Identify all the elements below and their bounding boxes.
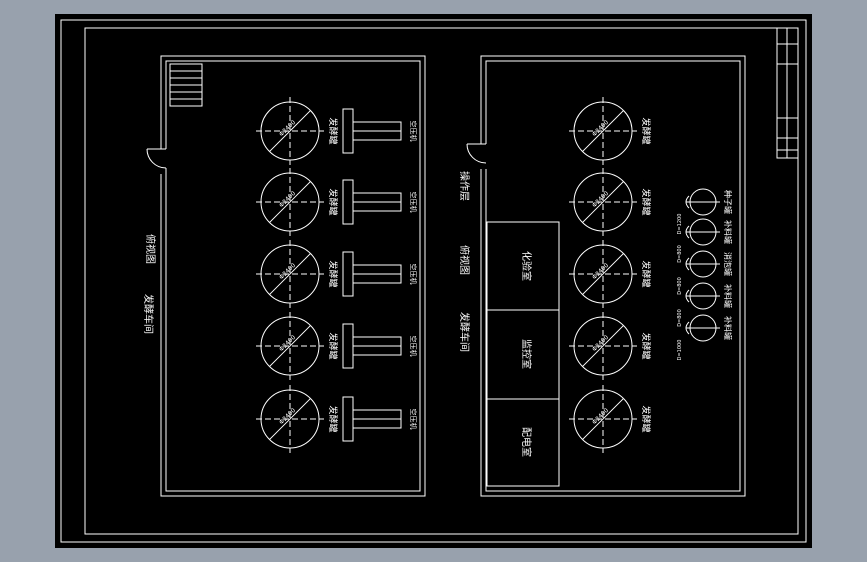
left-tank-dim-2: Φ2400: [278, 262, 297, 281]
left-pump-label-2: 空压机: [409, 264, 418, 285]
right-tank-diag-0: [582, 110, 624, 152]
aux-tank-dim-1: D=800: [677, 245, 683, 263]
left-column-0: [342, 108, 354, 154]
aux-tank-pipe-1: [685, 225, 690, 239]
aux-tank-pipe-0: [685, 195, 690, 209]
right-tank-label-1: 发酵罐: [640, 188, 652, 215]
left-tank-diag-0: [269, 110, 311, 152]
aux-tank-dim-0: D=1200: [677, 214, 683, 235]
right-door: [466, 143, 487, 164]
left-tank-label-4: 发酵罐: [327, 405, 339, 432]
aux-tank-pipe-3: [685, 289, 690, 303]
left-pump-label-4: 空压机: [409, 409, 418, 430]
right-tank-label-3: 发酵罐: [640, 332, 652, 359]
left-column-1: [342, 179, 354, 225]
rooms: [486, 221, 560, 487]
left-view-label: 俯视图: [144, 234, 157, 264]
inner-border: [84, 27, 799, 535]
aux-tank-pipe-4: [685, 321, 690, 335]
right-tank-dim-3: Φ2400: [591, 334, 610, 353]
aux-tank-label-4: 补料罐: [723, 316, 733, 340]
right-tank-dim-2: Φ2400: [591, 262, 610, 281]
right-tank-rows: Φ2400 发酵罐 Φ2400 发酵罐 Φ2400 发酵罐 Φ2400 发酵罐 Φ2400 发酵罐: [569, 97, 652, 453]
left-tank-diag-3: [269, 325, 311, 367]
right-tank-dim-1: Φ2400: [591, 190, 610, 209]
right-tank-label-4: 发酵罐: [640, 405, 652, 432]
room-monitor-label: 监控室: [520, 339, 533, 369]
right-tank-label-2: 发酵罐: [640, 260, 652, 287]
left-door: [146, 148, 167, 174]
right-tank-dim-0: Φ2400: [591, 119, 610, 138]
room-lab-label: 化验室: [520, 251, 533, 281]
left-tank-diag-1: [269, 181, 311, 223]
aux-tanks: 种子罐 D=1200 补料罐 D=800 消泡罐 D=800 补料罐 D=800 补料罐 D=10…: [677, 188, 733, 361]
right-hall-label: 发酵车间: [458, 312, 471, 352]
outer-border: [60, 19, 807, 543]
left-building-walls: [160, 55, 426, 497]
title-block: [776, 27, 799, 159]
right-tank-diag-4: [582, 398, 624, 440]
left-column-4: [342, 396, 354, 442]
right-tank-diag-3: [582, 325, 624, 367]
left-hall-label: 发酵车间: [142, 294, 155, 334]
aux-tank-label-1: 补料罐: [723, 220, 733, 244]
aux-tank-pipe-2: [685, 257, 690, 271]
left-tank-label-3: 发酵罐: [327, 332, 339, 359]
left-tank-label-2: 发酵罐: [327, 260, 339, 287]
left-pump-label-0: 空压机: [409, 121, 418, 142]
left-tank-label-1: 发酵罐: [327, 188, 339, 215]
aux-tank-dim-4: D=1000: [677, 340, 683, 361]
room-power-label: 配电室: [520, 427, 533, 457]
left-tank-dim-4: Φ2400: [278, 407, 297, 426]
left-pump-label-1: 空压机: [409, 192, 418, 213]
left-tank-diag-4: [269, 398, 311, 440]
right-building-walls: [480, 55, 746, 497]
left-tank-label-0: 发酵罐: [327, 117, 339, 144]
left-tank-dim-0: Φ2400: [278, 119, 297, 138]
left-column-3: [342, 323, 354, 369]
right-tank-diag-1: [582, 181, 624, 223]
right-tank-label-0: 发酵罐: [640, 117, 652, 144]
stair: [169, 63, 203, 107]
aux-tank-label-2: 消泡罐: [723, 252, 733, 276]
left-tank-dim-1: Φ2400: [278, 190, 297, 209]
right-tank-dim-4: Φ2400: [591, 407, 610, 426]
left-pump-label-3: 空压机: [409, 336, 418, 357]
left-column-2: [342, 251, 354, 297]
right-control-label: 操作层: [458, 171, 471, 201]
aux-tank-label-3: 补料罐: [723, 284, 733, 308]
left-tank-dim-3: Φ2400: [278, 334, 297, 353]
right-tank-diag-2: [582, 253, 624, 295]
right-view-label: 俯视图: [458, 245, 471, 275]
aux-tank-label-0: 种子罐: [723, 190, 733, 214]
aux-tank-dim-2: D=800: [677, 277, 683, 295]
aux-tank-dim-3: D=800: [677, 309, 683, 327]
left-tank-diag-2: [269, 253, 311, 295]
